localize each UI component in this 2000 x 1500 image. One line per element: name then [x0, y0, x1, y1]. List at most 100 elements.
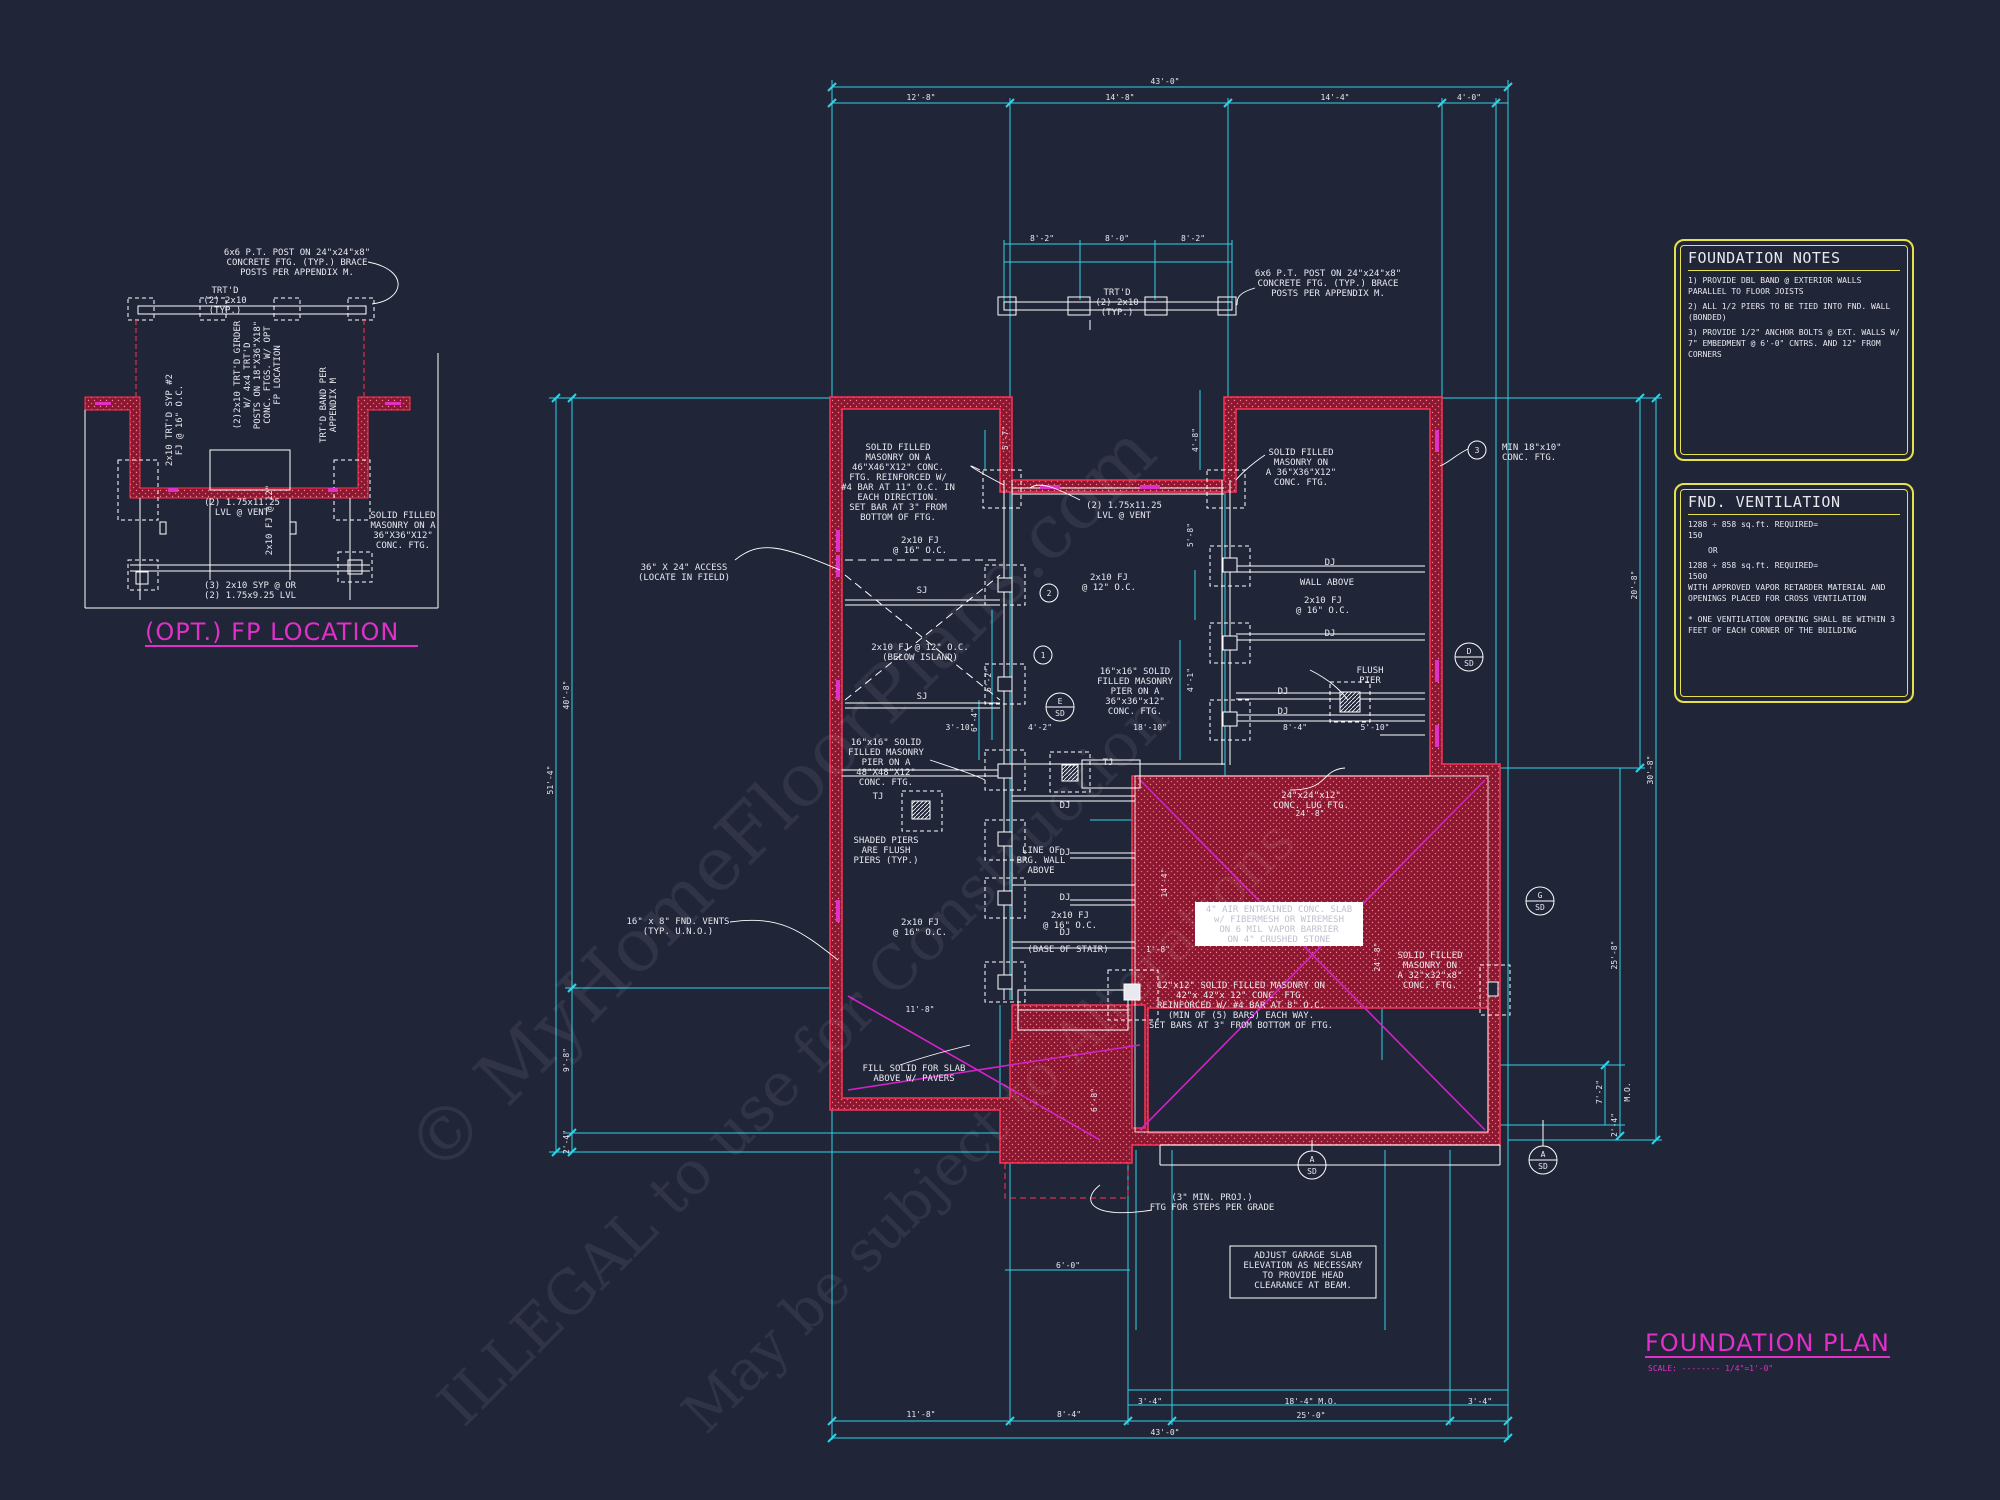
note-dj-8: DJ — [1060, 928, 1071, 938]
tag-d: D — [1467, 647, 1472, 656]
foundation-notes-list: 1) PROVIDE DBL BAND @ EXTERIOR WALLS PAR… — [1688, 275, 1900, 360]
dim-porch-2: 8'-0" — [1105, 234, 1129, 243]
dim-left-top: 40'-8" — [562, 681, 571, 710]
adjust-note-box — [1229, 1245, 1377, 1299]
dim-bot-overall: 43'-0" — [1151, 1428, 1180, 1437]
tag-a1: A — [1310, 1155, 1315, 1164]
tag-text: 2 1 3 D SD E SD G SD A SD A SD — [1041, 446, 1548, 1176]
dim-misc-3: 3'-10" — [946, 723, 975, 732]
inset-notes: 6x6 P.T. POST ON 24"x24"x8"CONCRETE FTG.… — [165, 248, 436, 601]
ventilation-item-4: 1288 ÷ 858 sq.ft. REQUIRED= — [1688, 561, 1819, 570]
dim-garage-depth: 24'-8" — [1373, 943, 1382, 972]
ventilation-title: FND. VENTILATION — [1688, 493, 1900, 515]
note-sj-2: SJ — [917, 692, 928, 702]
slab-note-box — [1195, 902, 1363, 946]
dim-right-small: 2'-4" — [1610, 1113, 1619, 1137]
note-fj16-c: 2x10 FJ@ 16" O.C. — [893, 918, 947, 938]
dim-top-1: 12'-8" — [907, 93, 936, 102]
dim-bot-1: 11'-8" — [907, 1410, 936, 1419]
tag-2: 2 — [1047, 589, 1052, 598]
tag-3: 3 — [1475, 446, 1480, 455]
plan-notes: 6x6 P.T. POST ON 24"x24"x8"CONCRETE FTG.… — [627, 269, 1562, 1291]
dim-right-mid: 30'-8" — [1646, 756, 1655, 785]
leader-lines — [367, 261, 1471, 1214]
note-steps: (3" MIN. PROJ.)FTG FOR STEPS PER GRADE — [1150, 1193, 1275, 1213]
foundation-note-1: 1) PROVIDE DBL BAND @ EXTERIOR WALLS PAR… — [1688, 276, 1862, 296]
dim-misc-9: 6'-4" — [970, 708, 979, 732]
note-post-main: 6x6 P.T. POST ON 24"x24"x8"CONCRETE FTG.… — [1255, 269, 1401, 299]
foundation-walls — [829, 396, 1501, 1164]
dim-bot-3: 3'-4" — [1138, 1397, 1162, 1406]
dim-right-garage: 25'-8" — [1610, 941, 1619, 970]
dimension-text: 43'-0" 12'-8" 14'-8" 14'-4" 4'-0" 8'-2" … — [546, 77, 1655, 1437]
tag-d-sheet: SD — [1464, 659, 1474, 668]
foundation-note-3: 3) PROVIDE 1/2" ANCHOR BOLTS @ EXT. WALL… — [1688, 328, 1900, 359]
section-tags — [1033, 440, 1558, 1180]
dim-mo-label: M.O. — [1623, 1082, 1632, 1101]
dim-misc-5: 8'-4" — [1283, 723, 1307, 732]
note-min-conc: MIN 18"x10"CONC. FTG. — [1502, 443, 1562, 463]
inset-post-note: 6x6 P.T. POST ON 24"x24"x8"CONCRETE FTG.… — [224, 248, 370, 278]
foundation-notes-title: FOUNDATION NOTES — [1688, 249, 1900, 271]
note-access: 36" X 24" ACCESS(LOCATE IN FIELD) — [638, 563, 730, 583]
drawing-scale: SCALE: -------- 1/4"=1'-0" — [1648, 1364, 1774, 1373]
dim-overall-top: 43'-0" — [1151, 77, 1180, 86]
inset-v3: 2x10 FJ @ 12" — [265, 485, 275, 555]
dim-porch-1: 8'-2" — [1030, 234, 1054, 243]
dim-misc-12: 5'-8" — [1186, 523, 1195, 547]
foundation-notes-panel: FOUNDATION NOTES 1) PROVIDE DBL BAND @ E… — [1674, 239, 1914, 461]
dimension-lines — [549, 80, 1662, 1443]
inset-bottom: (3) 2x10 SYP @ OR(2) 1.75x9.25 LVL — [204, 581, 297, 601]
tag-a1-sheet: SD — [1307, 1167, 1317, 1176]
foundation-note-2: 2) ALL 1/2 PIERS TO BE TIED INTO FND. WA… — [1688, 302, 1891, 322]
ventilation-item-6: WITH APPROVED VAPOR RETARDER MATERIAL AN… — [1688, 583, 1886, 603]
ventilation-list: 1288 ÷ 858 sq.ft. REQUIRED= 150 OR 1288 … — [1688, 519, 1900, 636]
dim-bot-2: 8'-4" — [1057, 1410, 1081, 1419]
dim-top-3: 14'-4" — [1321, 93, 1350, 102]
inset-title: (OPT.) FP LOCATION — [145, 618, 399, 646]
tag-g-sheet: SD — [1535, 903, 1545, 912]
dim-garage-width: 24'-8" — [1296, 809, 1325, 818]
note-base-stair: (BASE OF STAIR) — [1027, 945, 1108, 955]
inset-v1: 2x10 TRT'D SYP #2FJ @ 16" O.C. — [165, 374, 185, 466]
note-fnd-vents: 16" x 8" FND. VENTS(TYP. U.N.O.) — [627, 917, 730, 937]
dim-right-top: 20'-8" — [1630, 571, 1639, 600]
ventilation-item-1: 1288 ÷ 858 sq.ft. REQUIRED= — [1688, 520, 1819, 529]
note-dj-3: DJ — [1278, 687, 1289, 697]
dim-bot-4: 18'-4" M.O. — [1285, 1397, 1338, 1406]
note-sj-1: SJ — [917, 586, 928, 596]
dim-left-mid: 9'-8" — [562, 1048, 571, 1072]
note-fj16-b: 2x10 FJ@ 16" O.C. — [1296, 596, 1350, 616]
note-lug: 24"x24"x12"CONC. LUG FTG. — [1273, 791, 1349, 811]
dim-top-2: 14'-8" — [1106, 93, 1135, 102]
dim-bot-garage: 25'-0" — [1297, 1411, 1326, 1420]
note-tj-2: TJ — [873, 792, 884, 802]
dim-top-4: 4'-0" — [1457, 93, 1481, 102]
tag-a2-sheet: SD — [1538, 1162, 1548, 1171]
note-below-island: 2x10 FJ @ 12" O.C.(BELOW ISLAND) — [871, 643, 969, 663]
dim-misc-2: 4'-2" — [1028, 723, 1052, 732]
piers — [901, 296, 1511, 1021]
dim-mo-right: 7'-2" — [1595, 1080, 1604, 1104]
tag-e: E — [1058, 697, 1063, 706]
ventilation-item-5: 1500 — [1688, 572, 1708, 581]
note-dj-5: DJ — [1060, 801, 1071, 811]
note-dj-6: DJ — [1060, 848, 1071, 858]
slab-diagonals — [847, 779, 1486, 1141]
note-trtd-main: TRT'D(2) 2x10(TYP.) — [1095, 288, 1138, 318]
tag-1: 1 — [1041, 651, 1046, 660]
dim-misc-14: 6'-2" — [984, 668, 993, 692]
note-wall-above: WALL ABOVE — [1300, 578, 1354, 588]
tag-a2: A — [1541, 1150, 1546, 1159]
